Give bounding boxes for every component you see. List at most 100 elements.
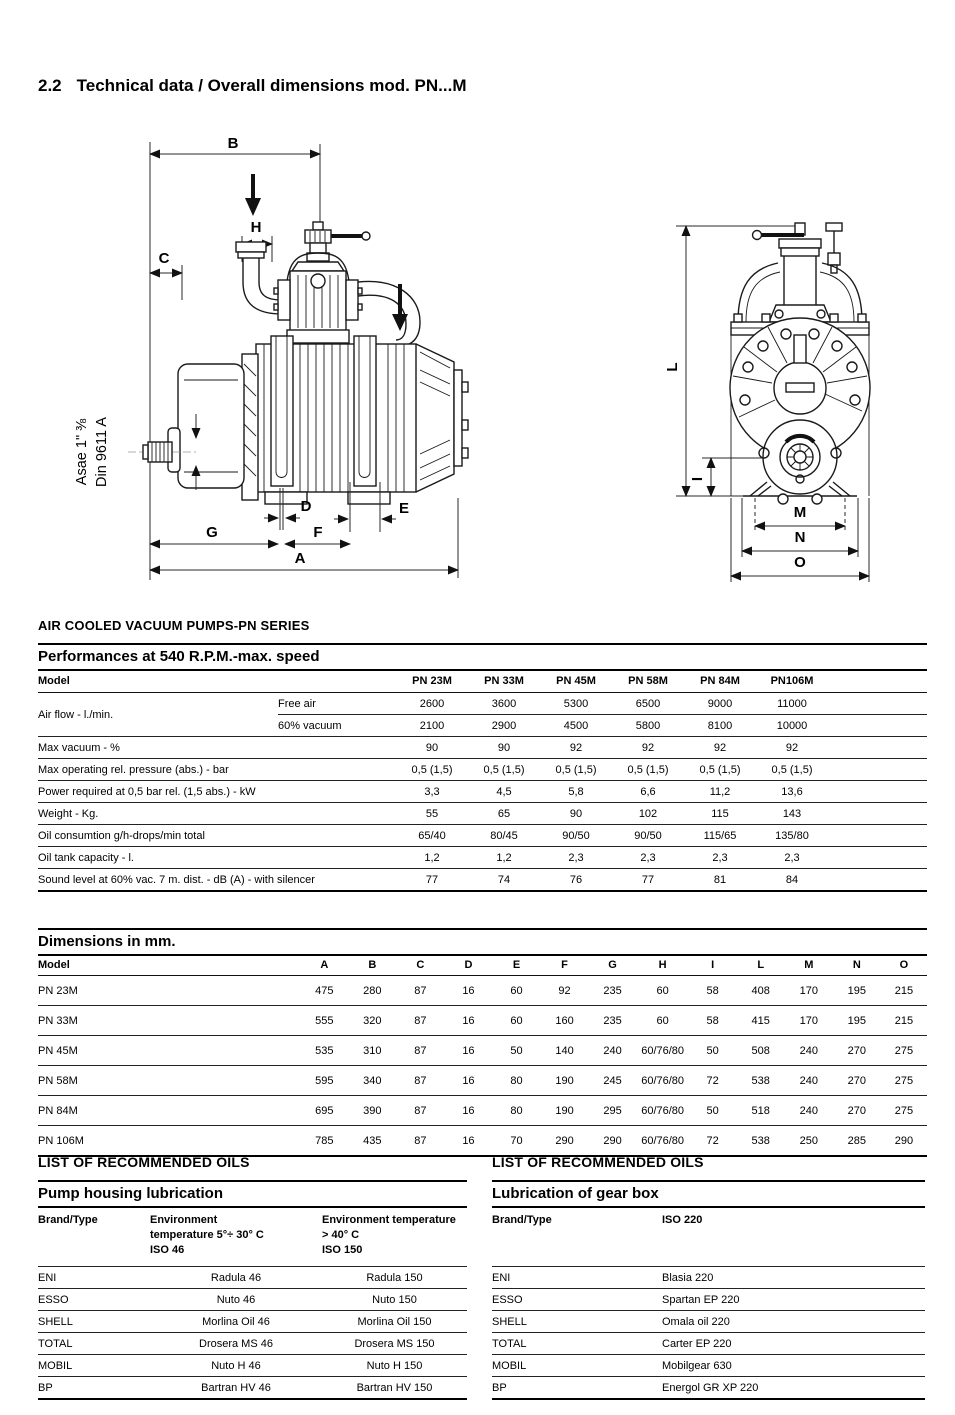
dims-value: 295 xyxy=(588,1095,637,1126)
perf-col-header: PN 23M xyxy=(396,670,468,693)
dims-value: 80 xyxy=(492,1065,541,1096)
oils-brand: MOBIL xyxy=(38,1354,150,1377)
dims-value: 87 xyxy=(414,1134,427,1147)
dims-value: 508 xyxy=(736,1035,785,1066)
dim-label-D: D xyxy=(301,498,312,515)
perf-value: 11000 xyxy=(756,692,828,715)
divider xyxy=(38,643,927,645)
oils-col-header: Brand/Type xyxy=(492,1207,662,1267)
perf-value: 0,5 (1,5) xyxy=(540,758,612,781)
oils-brand: BP xyxy=(492,1381,507,1394)
perf-value: 6,6 xyxy=(612,780,684,803)
dims-col-header: B xyxy=(348,955,397,976)
perf-value: 115/65 xyxy=(684,824,756,847)
dims-value: 595 xyxy=(300,1065,349,1096)
dims-value: 290 xyxy=(555,1134,574,1147)
dims-value: 245 xyxy=(588,1065,637,1096)
perf-value: 2,3 xyxy=(540,846,612,869)
oils-left-section: LIST OF RECOMMENDED OILS Pump housing lu… xyxy=(38,1154,467,1400)
oils-col-header: ISO 220 xyxy=(662,1207,925,1267)
perf-value: 5800 xyxy=(612,714,684,737)
dims-value: 340 xyxy=(348,1065,397,1096)
perf-value: 5,8 xyxy=(540,780,612,803)
dims-value: 285 xyxy=(847,1134,866,1147)
perf-value: 3,3 xyxy=(396,780,468,803)
perf-value: 92 xyxy=(684,736,756,759)
dims-value: 475 xyxy=(300,975,349,1006)
oils-value: Nuto 150 xyxy=(322,1288,467,1311)
dims-value: 785 xyxy=(315,1134,334,1147)
perf-value: 80/45 xyxy=(468,824,540,847)
dims-value: 87 xyxy=(396,1095,445,1126)
perf-col-header: PN 58M xyxy=(612,670,684,693)
perf-value: 4,5 xyxy=(468,780,540,803)
dims-value: 58 xyxy=(688,975,737,1006)
oils-value: Omala oil 220 xyxy=(662,1310,925,1333)
dims-value: 80 xyxy=(492,1095,541,1126)
dims-value: 16 xyxy=(444,975,493,1006)
dims-value: 240 xyxy=(784,1095,833,1126)
perf-row: Sound level at 60% vac. 7 m. dist. - dB … xyxy=(38,869,927,892)
perf-value: 90 xyxy=(468,736,540,759)
perf-value: 81 xyxy=(713,873,727,886)
dims-value: 290 xyxy=(894,1134,914,1147)
dims-col-header: F xyxy=(540,955,589,976)
dims-value: 72 xyxy=(706,1134,719,1147)
dim-label-B: B xyxy=(228,135,239,152)
oils-col-header: Brand/Type xyxy=(38,1207,150,1267)
perf-value: 77 xyxy=(425,873,439,886)
perf-col-model: Model xyxy=(38,670,396,693)
dims-col-header: C xyxy=(396,955,445,976)
perf-value: 8100 xyxy=(684,714,756,737)
oils-brand: SHELL xyxy=(38,1310,150,1333)
perf-value: 115 xyxy=(684,802,756,825)
dims-value: 190 xyxy=(540,1065,589,1096)
perf-row-label: Max vacuum - % xyxy=(38,736,396,759)
dim-label-E: E xyxy=(399,500,409,517)
dims-value: 170 xyxy=(784,975,833,1006)
perf-value: 77 xyxy=(641,873,655,886)
dims-value: 60/76/80 xyxy=(636,1065,689,1096)
dims-value: 535 xyxy=(300,1035,349,1066)
oils-brand: TOTAL xyxy=(492,1332,662,1355)
dims-value: 320 xyxy=(348,1005,397,1036)
perf-value: 102 xyxy=(612,802,684,825)
page-title: 2.2 Technical data / Overall dimensions … xyxy=(38,76,466,96)
perf-value: 5300 xyxy=(540,692,612,715)
oils-brand: BP xyxy=(38,1381,53,1394)
perf-value: 76 xyxy=(569,873,583,886)
oil-filler-front xyxy=(751,222,833,323)
dims-model: PN 45M xyxy=(38,1035,301,1066)
perf-col-header: PN106M xyxy=(756,670,828,693)
dims-col-model: Model xyxy=(38,955,301,976)
performance-section-title: AIR COOLED VACUUM PUMPS-PN SERIES xyxy=(38,618,310,633)
perf-row-label: Air flow - l./min. xyxy=(38,692,278,737)
perf-value: 0,5 (1,5) xyxy=(684,758,756,781)
oils-value: Nuto H 46 xyxy=(150,1354,322,1377)
dim-label-A: A xyxy=(295,550,306,567)
dims-value: 275 xyxy=(880,1065,927,1096)
perf-row-label: Oil tank capacity - l. xyxy=(38,846,396,869)
dims-value: 270 xyxy=(832,1065,881,1096)
dims-col-header: I xyxy=(688,955,737,976)
perf-value: 2,3 xyxy=(684,846,756,869)
oils-brand: ESSO xyxy=(38,1288,150,1311)
dims-value: 195 xyxy=(832,1005,881,1036)
oils-value: Carter EP 220 xyxy=(662,1332,925,1355)
